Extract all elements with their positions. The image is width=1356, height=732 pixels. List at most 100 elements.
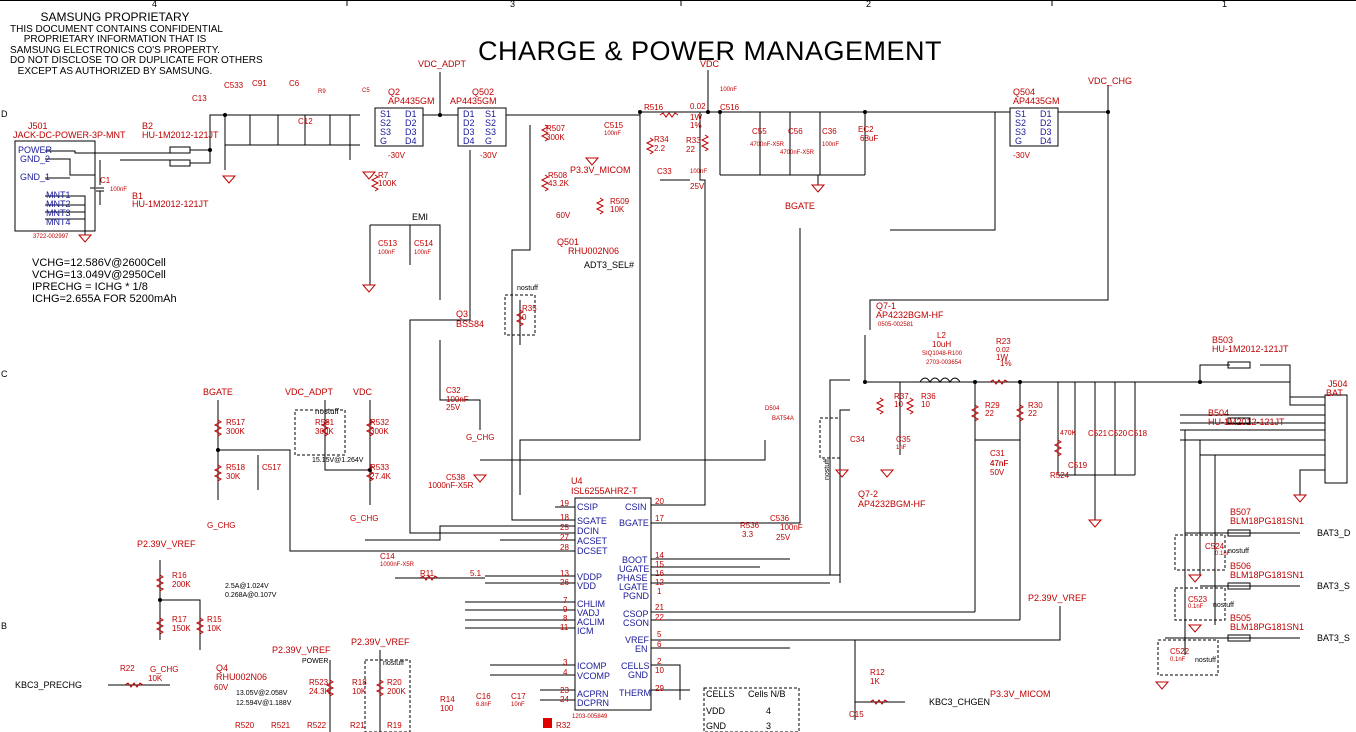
charge-notes: VCHG=12.586V@2600Cell VCHG=13.049V@2950C… xyxy=(32,257,177,305)
value-label: 22 xyxy=(985,409,994,418)
ic-pin-name: VCOMP xyxy=(577,671,611,681)
ref-label: 0.02 xyxy=(996,347,1010,354)
ic-pin-num: 17 xyxy=(655,514,664,523)
ref-label: R508 xyxy=(548,171,568,180)
value-label: 100nF xyxy=(720,87,738,93)
voltage-note: 12.594V@1.188V xyxy=(236,700,292,707)
ic-pin-name: DCPRN xyxy=(577,698,610,708)
signal-kbc3-chgen: KBC3_CHGEN xyxy=(929,697,991,707)
value-label: 1nF xyxy=(896,445,907,451)
nostuff-label: nostuff xyxy=(315,407,339,416)
ref-label: R532 xyxy=(370,418,390,427)
ic-pin-num: 25 xyxy=(560,523,569,532)
ref-label: C514 xyxy=(414,239,434,248)
ref-label: 3.3 xyxy=(742,530,754,539)
ref-label: BAT54A xyxy=(772,416,794,422)
ref-label: EC2 xyxy=(858,125,874,134)
proprietary-line: DO NOT DISCLOSE TO OR DUPLICATE FOR OTHE… xyxy=(10,55,263,67)
nostuff-label: nostuff xyxy=(1195,657,1216,664)
ref-label: C522 xyxy=(1170,647,1190,656)
voltage-note: 2.5A@1.024V xyxy=(225,583,269,590)
value-label: 10K xyxy=(610,205,625,214)
ref-label: C17 xyxy=(511,692,526,701)
u4-code: 1203-005849 xyxy=(572,714,608,720)
value-label: 10 xyxy=(894,400,903,409)
cells-header: Cells N/B xyxy=(748,689,786,699)
fet-pin: S3 xyxy=(380,127,392,137)
ref-label: C15 xyxy=(849,710,864,719)
signal-kbc3-prechg: KBC3_PRECHG xyxy=(15,680,83,690)
rail-bgate: BGATE xyxy=(203,387,233,397)
ref-label: C55 xyxy=(752,127,767,136)
ref-label: B2 xyxy=(142,121,154,131)
ic-pin-name: DCIN xyxy=(577,526,599,536)
ic-pin-num: 7 xyxy=(563,596,568,605)
value-label: 300K xyxy=(226,427,245,436)
ref-label: B1 xyxy=(132,191,144,201)
ref-label: C32 xyxy=(446,386,461,395)
ref-label: C524 xyxy=(1205,542,1225,551)
value-label: 10K xyxy=(207,624,222,633)
ref-label: R520 xyxy=(235,721,255,730)
fet-pin: S3 xyxy=(1015,127,1027,137)
ref-label: R12 xyxy=(870,668,885,677)
ref-label: R33 xyxy=(686,136,701,145)
value-label: 100K xyxy=(378,179,397,188)
ic-pin-name: ICM xyxy=(577,626,594,636)
ic-pin-num: 13 xyxy=(560,569,569,578)
ref-label: R517 xyxy=(226,418,246,427)
value-label: 1W xyxy=(690,113,702,122)
ref-label: R524 xyxy=(1050,471,1070,480)
ic-pin-num: 6 xyxy=(657,640,662,649)
fet-pin: D1 xyxy=(1040,109,1052,119)
ic-pin-name: PGND xyxy=(623,591,650,601)
fet-pin: S2 xyxy=(485,118,497,128)
fet-pin: D4 xyxy=(1040,136,1052,146)
nostuff-label: nostuff xyxy=(517,285,538,292)
ic-pin-num: 18 xyxy=(560,513,569,522)
q3-ref: Q3 xyxy=(456,309,469,319)
fet-pin: S2 xyxy=(380,118,392,128)
value-label: 22 xyxy=(1028,409,1037,418)
ref-label: C12 xyxy=(298,117,313,126)
fet-pin: D3 xyxy=(405,127,417,137)
cells-cell: 4 xyxy=(766,706,772,716)
ref-label: C1 xyxy=(100,176,111,185)
ref-label: R18 xyxy=(352,678,367,687)
value-label: 100nF xyxy=(690,169,708,175)
rail-bgate: BGATE xyxy=(785,201,815,211)
ref-label: C521 xyxy=(1088,429,1108,438)
border-row-label: B xyxy=(1,621,8,631)
rail-vdc: VDC xyxy=(353,387,373,397)
j501-pin: MNT2 xyxy=(46,199,71,209)
ref-label: R536 xyxy=(740,521,760,530)
proprietary-line: PROPRIETARY INFORMATION THAT IS xyxy=(23,34,207,46)
ref-label: R531 xyxy=(315,418,335,427)
rail-p239: P2.39V_VREF xyxy=(272,645,331,655)
ref-label: R16 xyxy=(172,571,187,580)
q72-part: AP4232BGM-HF xyxy=(858,499,926,509)
value-label: 10K xyxy=(352,687,367,696)
ref-label: R7 xyxy=(378,171,389,180)
value-label: 100nF xyxy=(446,395,469,404)
value-label: 25V xyxy=(446,403,461,412)
rail-vdc-adpt: VDC_ADPT xyxy=(418,59,467,69)
fet-pin: S2 xyxy=(1015,118,1027,128)
border-col-label: 1 xyxy=(1222,0,1228,9)
ref-label: R17 xyxy=(172,615,187,624)
value-label: 100nF xyxy=(822,142,840,148)
j501-pin: MNT4 xyxy=(46,217,71,227)
proprietary-line: SAMSUNG ELECTRONICS CO'S PROPERTY. xyxy=(10,44,220,56)
q71-code: 0505-002581 xyxy=(878,322,914,328)
ic-pin-num: 5 xyxy=(657,630,662,639)
ref-label: BLM18PG181SN1 xyxy=(1230,516,1305,526)
value-label: 25V xyxy=(776,533,791,542)
value-label: 100 xyxy=(440,704,454,713)
value-label: 47nF xyxy=(990,459,1009,468)
ref-label: C538 xyxy=(446,473,466,482)
ic-pin-name: THERM xyxy=(619,688,651,698)
ref-label: R521 xyxy=(271,721,291,730)
cells-cell: 3 xyxy=(766,721,772,731)
ic-pin-name: ACPRN xyxy=(577,689,609,699)
ic-pin-num: 28 xyxy=(560,543,569,552)
